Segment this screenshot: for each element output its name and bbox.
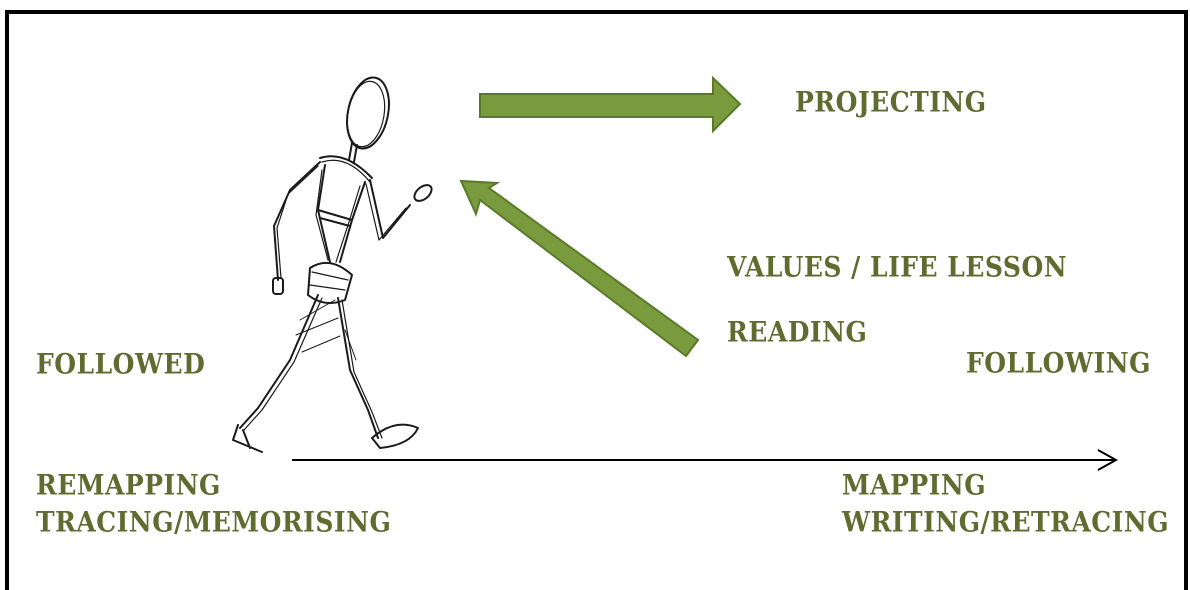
label-mapping: MAPPING: [842, 468, 987, 502]
timeline-arrow: [292, 449, 1119, 471]
walking-figure-sketch: [232, 76, 433, 453]
label-values-life-lesson: VALUES / LIFE LESSON: [727, 250, 1068, 284]
label-remapping: REMAPPING: [36, 468, 221, 502]
frame-border: [5, 10, 1188, 590]
label-following: FOLLOWING: [966, 346, 1151, 380]
label-writing-retracing: WRITING/RETRACING: [842, 505, 1170, 539]
label-reading: READING: [727, 315, 868, 349]
label-tracing-memorising: TRACING/MEMORISING: [36, 505, 392, 539]
reading-arrow: [459, 179, 700, 358]
projecting-arrow: [479, 75, 742, 134]
figure-head: [346, 76, 390, 150]
label-projecting: PROJECTING: [795, 85, 987, 119]
label-followed: FOLLOWED: [36, 347, 206, 381]
